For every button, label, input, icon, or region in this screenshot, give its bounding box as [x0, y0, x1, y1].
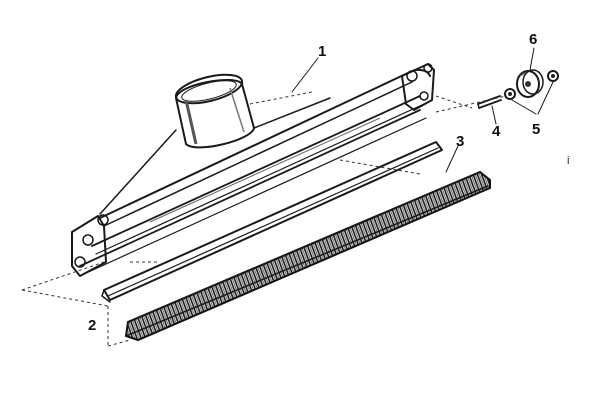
nozzle-body: [71, 63, 435, 277]
assembly-lines: [21, 91, 507, 347]
callout-5: 5: [532, 121, 540, 138]
leader-lines: [291, 47, 554, 173]
nozzle-tube: [174, 73, 255, 149]
callout-3: 3: [456, 133, 464, 150]
left-end-cap: [71, 214, 109, 277]
callout-1: 1: [318, 43, 326, 60]
washer-parts: [504, 70, 559, 100]
callout-2: 2: [88, 317, 96, 334]
right-end-cap: [401, 63, 435, 111]
brush-strip: [124, 170, 491, 342]
squeegee-strip: [101, 141, 443, 303]
callout-6: 6: [529, 31, 537, 48]
stray-mark: i: [567, 155, 569, 167]
wheel-part: [516, 69, 544, 98]
callout-4: 4: [492, 123, 501, 140]
pin-part: [477, 95, 502, 109]
